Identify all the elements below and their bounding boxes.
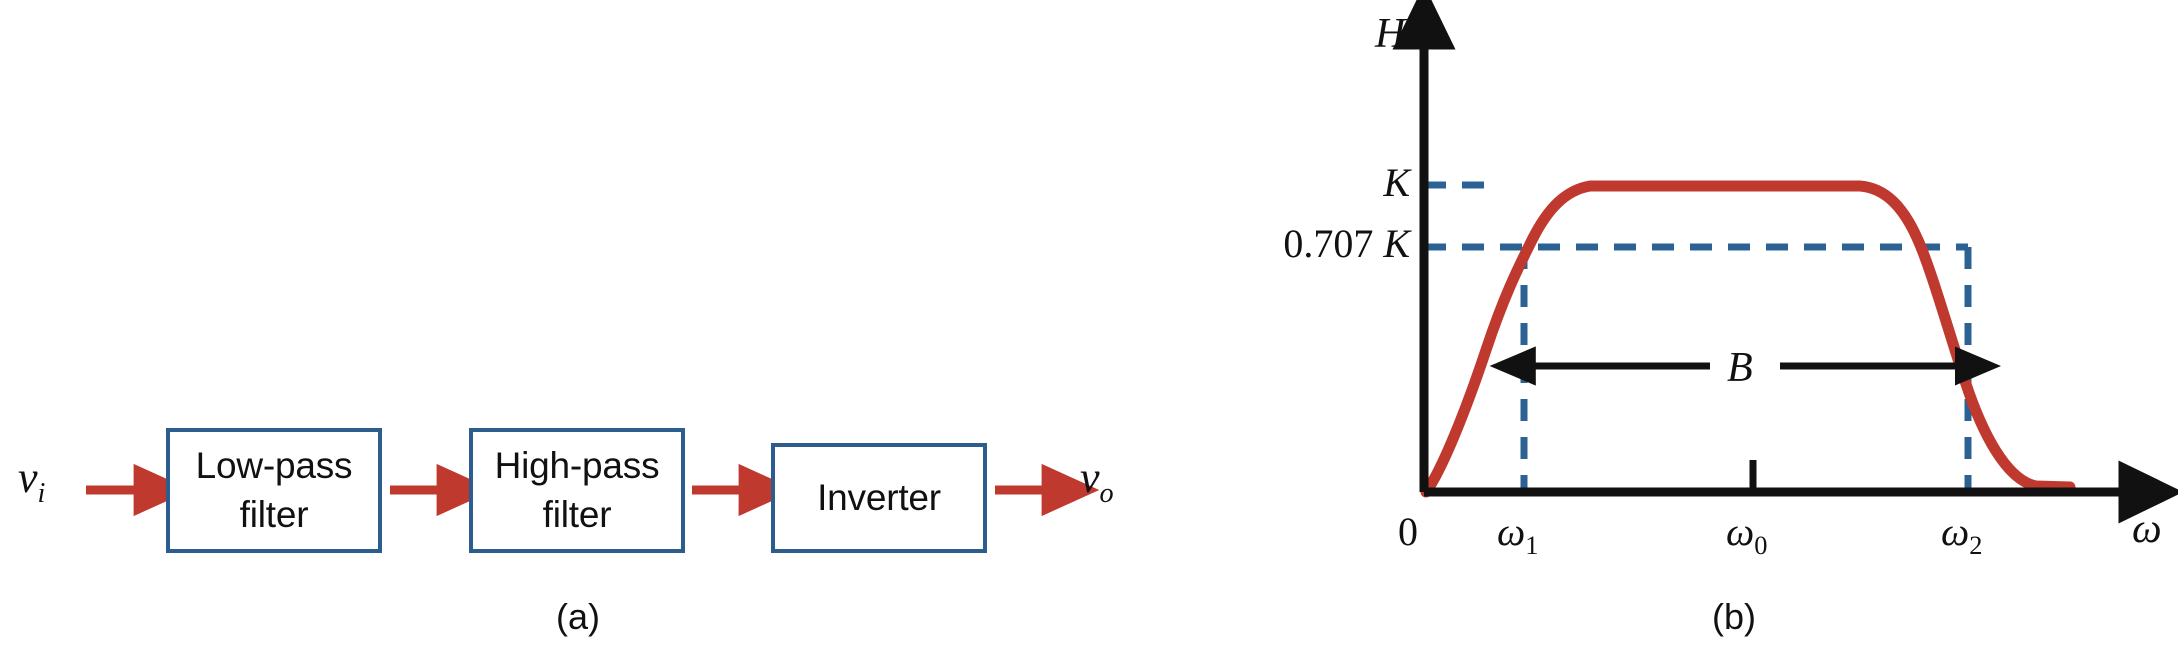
x-axis-label: ω — [2132, 506, 2162, 552]
omega1-sub: 1 — [1525, 530, 1539, 560]
high-pass-filter-line1: High-pass — [494, 445, 660, 487]
high-pass-filter-block[interactable]: High-pass filter — [469, 428, 685, 553]
y-axis-label: H — [1375, 11, 1406, 57]
inverter-block[interactable]: Inverter — [771, 443, 987, 553]
inverter-line1: Inverter — [817, 476, 941, 518]
half-power-level-label: 0.707 K — [1170, 220, 1410, 267]
omega1-base: ω — [1497, 509, 1526, 554]
panel-b-frequency-response: H ω K 0.707 K B 0 ω1 ω0 ω2 (b) — [1170, 0, 2178, 670]
frequency-response-plot — [1392, 0, 2178, 524]
response-curve — [1420, 180, 2076, 498]
bandwidth-label: B — [1727, 345, 1753, 391]
panel-a-block-diagram: vi Low-pass filter High-pass — [18, 428, 1114, 637]
output-signal-base: v — [1080, 453, 1100, 502]
output-signal-label: vo — [1080, 452, 1114, 510]
omega2-sub: 2 — [1969, 530, 1983, 560]
input-signal-base: v — [18, 453, 38, 502]
bandwidth-label-backdrop — [1710, 342, 1780, 390]
low-pass-filter-block[interactable]: Low-pass filter — [166, 428, 382, 553]
caption-b: (b) — [1712, 596, 1756, 637]
high-pass-filter-line2: filter — [542, 493, 612, 535]
output-signal-sub: o — [1099, 477, 1114, 509]
omega1-tick-label: ω1 — [1497, 508, 1538, 561]
caption-a: (a) — [556, 596, 600, 637]
omega2-base: ω — [1941, 509, 1970, 554]
low-pass-filter-line2: filter — [239, 493, 309, 535]
omega0-tick-label: ω0 — [1726, 508, 1767, 561]
panel-a-arrows — [86, 463, 1100, 517]
half-power-italic: K — [1383, 221, 1410, 266]
omega0-base: ω — [1726, 509, 1755, 554]
origin-label: 0 — [1398, 509, 1418, 554]
omega2-tick-label: ω2 — [1941, 508, 1982, 561]
omega0-sub: 0 — [1754, 530, 1768, 560]
input-signal-label: vi — [18, 452, 45, 510]
input-signal-sub: i — [37, 477, 46, 509]
half-power-prefix: 0.707 — [1283, 221, 1384, 266]
k-level-text: K — [1383, 160, 1410, 205]
low-pass-filter-line1: Low-pass — [195, 445, 353, 487]
k-level-label: K — [1350, 159, 1410, 206]
